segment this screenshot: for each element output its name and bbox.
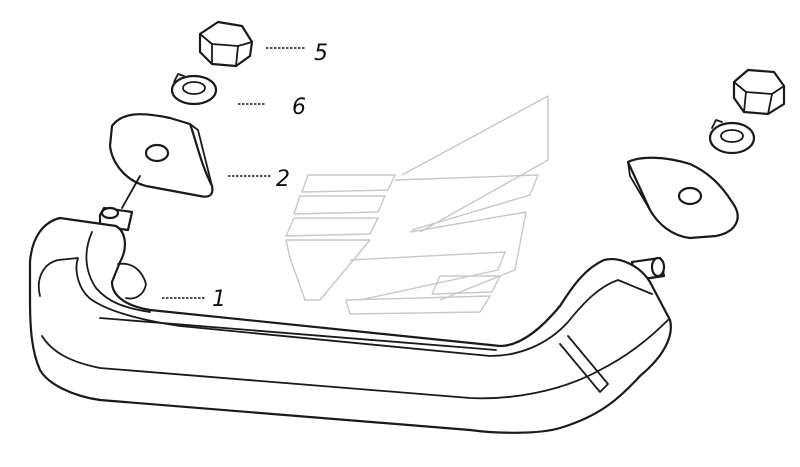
leader-lines xyxy=(162,47,306,299)
hex-nut-left-part xyxy=(198,20,254,68)
spring-washer-right-part xyxy=(708,119,756,155)
bracket-left-part xyxy=(108,113,214,209)
callout-label-5: 5 xyxy=(314,41,328,66)
spring-washer-left-part xyxy=(170,73,218,106)
handle-part xyxy=(28,206,672,434)
callout-label-2: 2 xyxy=(276,167,290,192)
callout-label-1: 1 xyxy=(212,287,226,312)
callout-label-6: 6 xyxy=(292,95,306,120)
watermark-logo xyxy=(285,95,549,315)
callout-labels: 1 2 5 6 xyxy=(212,41,328,312)
hex-nut-right-part xyxy=(732,68,786,116)
bracket-right-part xyxy=(626,156,739,240)
